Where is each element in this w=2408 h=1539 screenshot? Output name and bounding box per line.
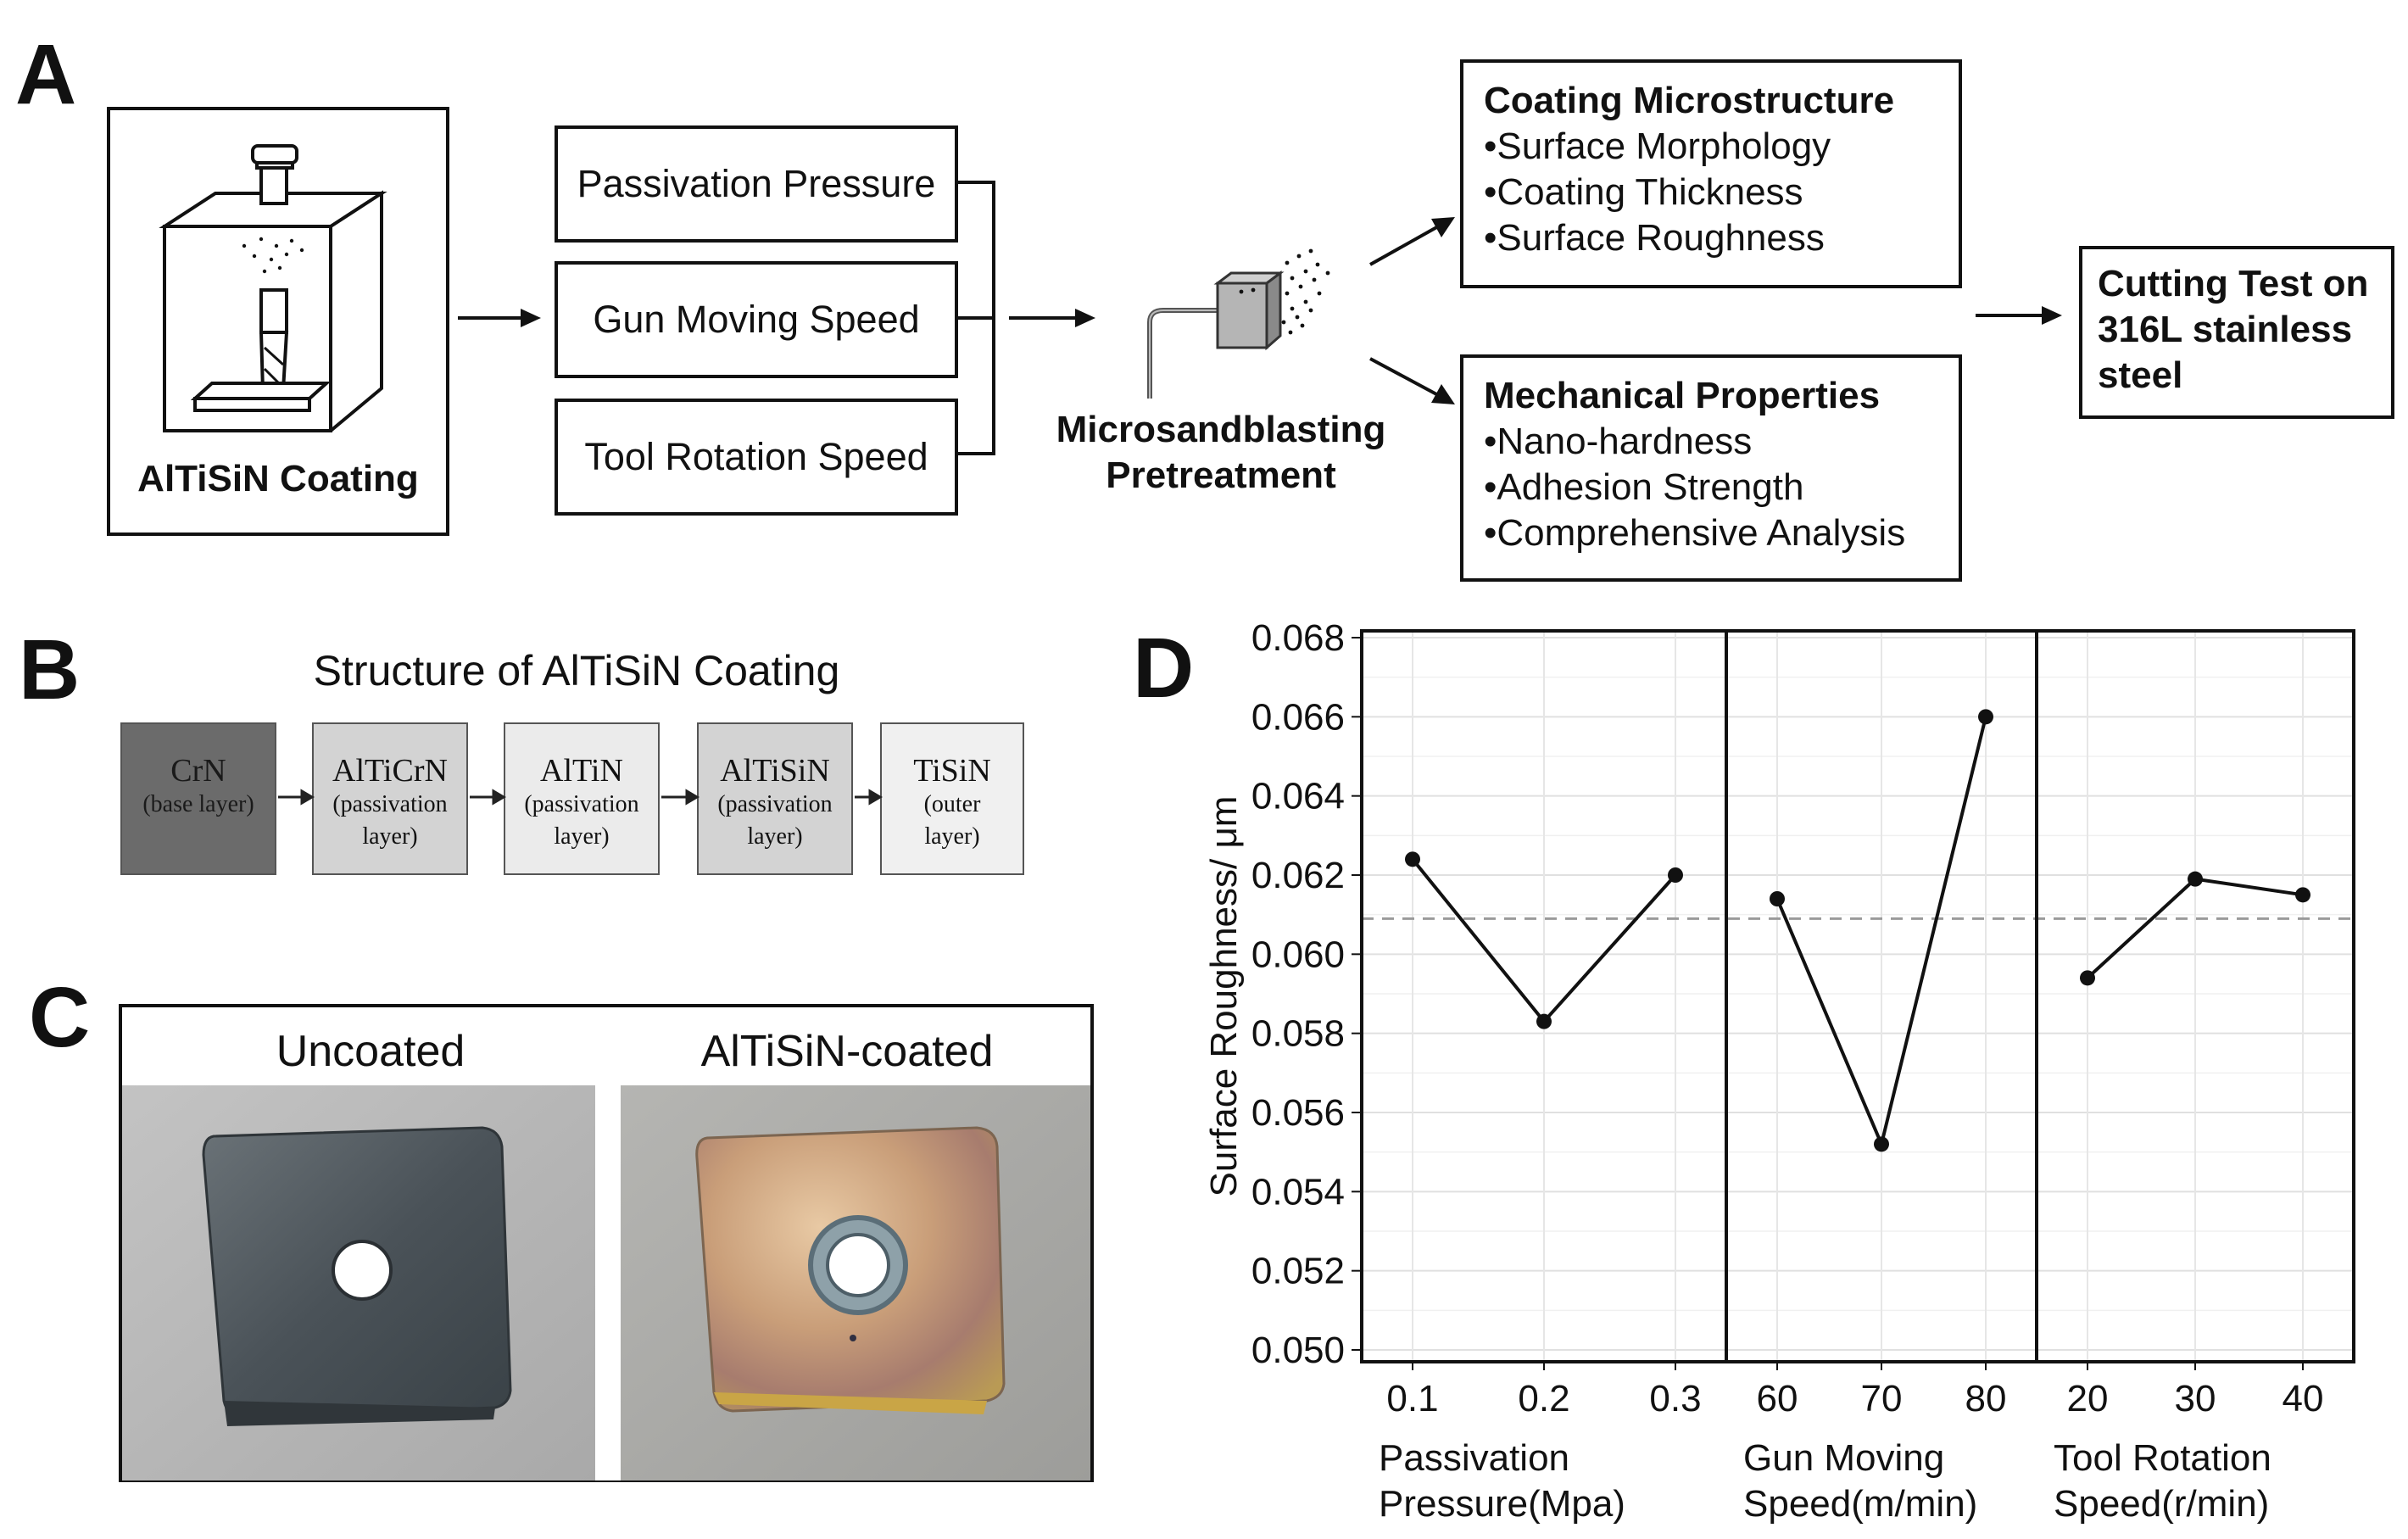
coating-microstructure-box: Coating Microstructure •Surface Morpholo… — [1460, 59, 1962, 288]
cutting-test-line2: 316L stainless — [2098, 309, 2353, 350]
arrow-to-cutting-test — [1976, 306, 2062, 325]
y-tick-label: 0.066 — [1251, 696, 1345, 738]
y-axis-title: Surface Roughness/ μm — [1203, 796, 1245, 1197]
mechanical-item: •Comprehensive Analysis — [1484, 512, 1906, 554]
mechanical-properties-box: Mechanical Properties •Nano-hardness •Ad… — [1460, 354, 1962, 582]
data-point — [2080, 970, 2095, 986]
mechanical-item: •Nano-hardness — [1484, 421, 1753, 462]
layer-desc: (passivation — [332, 791, 448, 817]
y-tick-label: 0.058 — [1251, 1013, 1345, 1055]
arrow-to-mechanical — [1369, 357, 1455, 404]
uncoated-label: Uncoated — [276, 1027, 465, 1076]
x-axis-title: Pressure(Mpa) — [1379, 1483, 1625, 1525]
x-tick-label: 70 — [1861, 1378, 1903, 1419]
param-box-passivation-pressure: Passivation Pressure — [555, 125, 958, 243]
layer-desc: layer) — [924, 823, 980, 850]
y-tick-label: 0.050 — [1251, 1330, 1345, 1371]
y-tick-label: 0.052 — [1251, 1251, 1345, 1292]
layer-desc: layer) — [554, 823, 610, 850]
coated-label: AlTiSiN-coated — [700, 1027, 994, 1076]
layer-name: TiSiN — [913, 753, 991, 789]
coated-insert-hole — [826, 1233, 890, 1297]
microstructure-item: •Coating Thickness — [1484, 171, 1803, 213]
layer-desc: (base layer) — [142, 791, 254, 817]
layer-desc: (outer — [923, 791, 981, 817]
layer-name: AlTiSiN — [720, 753, 830, 789]
pretreatment-label-line2: Pretreatment — [1106, 454, 1336, 496]
x-tick-label: 80 — [1965, 1378, 2007, 1419]
x-tick-label: 20 — [2067, 1378, 2109, 1419]
sandblasting-icon — [1147, 248, 1330, 399]
layer-name: CrN — [170, 753, 226, 789]
y-tick-label: 0.062 — [1251, 855, 1345, 896]
arrow-to-pretreatment — [1009, 309, 1095, 327]
pretreatment-label: Microsandblasting Pretreatment — [1043, 407, 1399, 499]
microstructure-item: •Surface Roughness — [1484, 217, 1825, 259]
x-tick-label: 0.3 — [1649, 1378, 1701, 1419]
insert-photos — [122, 1085, 1090, 1480]
y-tick-label: 0.068 — [1251, 617, 1345, 659]
data-point — [1874, 1136, 1889, 1152]
x-axis-title: Passivation — [1379, 1437, 1569, 1479]
x-tick-label: 30 — [2175, 1378, 2216, 1419]
y-tick-label: 0.060 — [1251, 934, 1345, 975]
data-point — [1668, 867, 1683, 883]
microstructure-item: •Surface Morphology — [1484, 125, 1831, 167]
param-box-gun-moving-speed: Gun Moving Speed — [555, 261, 958, 378]
panel-d-letter: D — [1133, 621, 1195, 716]
layer-desc: layer) — [747, 823, 803, 850]
cutting-test-line1: Cutting Test on — [2098, 263, 2369, 304]
data-point — [1405, 851, 1420, 867]
pretreatment-label-line1: Microsandblasting — [1056, 409, 1386, 450]
layer-name: AlTiCrN — [332, 753, 448, 789]
coating-chamber-icon — [159, 144, 387, 432]
layer-altin: AlTiN (passivation layer) — [504, 722, 660, 875]
layer-name: AlTiN — [540, 753, 623, 789]
panel-a-letter: A — [15, 27, 77, 122]
x-axis-title: Tool Rotation — [2054, 1437, 2271, 1479]
y-tick-label: 0.064 — [1251, 776, 1345, 817]
layer-desc: (passivation — [524, 791, 639, 817]
data-point — [1978, 709, 1993, 725]
y-tick-label: 0.056 — [1251, 1092, 1345, 1134]
panel-c-letter: C — [29, 970, 91, 1065]
cutting-test-line3: steel — [2098, 354, 2183, 396]
panel-b-letter: B — [19, 622, 81, 717]
data-point — [1770, 891, 1785, 906]
x-axis-title: Speed(r/min) — [2054, 1483, 2269, 1525]
y-tick-label: 0.054 — [1251, 1171, 1345, 1213]
param-box-tool-rotation-speed: Tool Rotation Speed — [555, 399, 958, 516]
insert-photo-frame: Uncoated AlTiSiN-coated — [119, 1004, 1094, 1482]
coating-label: AlTiSiN Coating — [137, 458, 419, 499]
microstructure-title: Coating Microstructure — [1484, 80, 1895, 121]
arrow-to-microstructure — [1369, 217, 1455, 266]
data-point — [1536, 1013, 1552, 1029]
layer-arrows — [278, 789, 883, 806]
x-tick-label: 0.1 — [1386, 1378, 1438, 1419]
uncoated-insert-hole — [332, 1240, 393, 1301]
x-axis-title: Gun Moving — [1743, 1437, 1944, 1479]
x-tick-label: 40 — [2283, 1378, 2324, 1419]
x-axis-title: Speed(m/min) — [1743, 1483, 1977, 1525]
layer-tisin: TiSiN (outer layer) — [880, 722, 1024, 875]
plot-frame — [1360, 629, 2355, 1363]
arrow-to-parameters — [458, 309, 541, 327]
layer-altcrn: AlTiCrN (passivation layer) — [312, 722, 468, 875]
layer-desc: (passivation — [717, 791, 833, 817]
data-point — [2188, 871, 2203, 887]
layer-altisin: AlTiSiN (passivation layer) — [697, 722, 853, 875]
x-tick-label: 60 — [1757, 1378, 1798, 1419]
mechanical-title: Mechanical Properties — [1484, 375, 1881, 416]
layer-desc: layer) — [362, 823, 418, 850]
data-point — [2295, 887, 2310, 903]
cutting-test-box: Cutting Test on 316L stainless steel — [2079, 246, 2394, 419]
parameter-bracket — [956, 181, 995, 455]
x-tick-label: 0.2 — [1518, 1378, 1569, 1419]
mechanical-item: •Adhesion Strength — [1484, 466, 1804, 508]
layer-crn: CrN (base layer) — [120, 722, 276, 875]
coating-machine-box: AlTiSiN Coating — [107, 107, 449, 536]
coating-structure-title: Structure of AlTiSiN Coating — [313, 647, 840, 694]
